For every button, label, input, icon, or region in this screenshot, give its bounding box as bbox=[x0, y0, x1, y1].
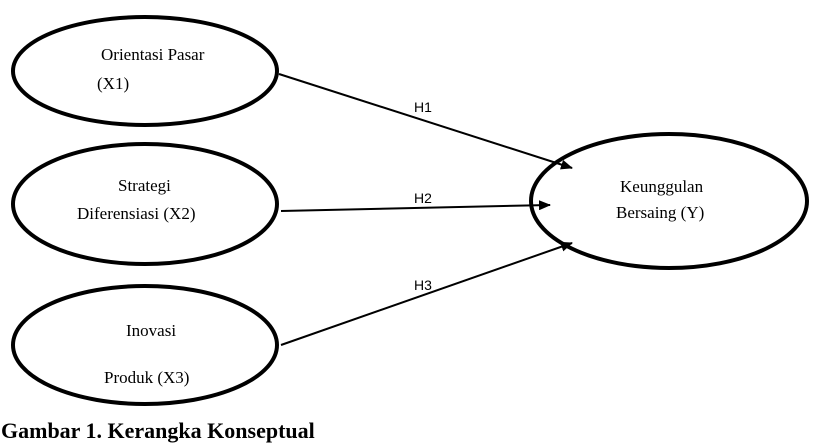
edge-h2: H2 bbox=[280, 190, 551, 212]
edge-h1-label: H1 bbox=[414, 99, 432, 115]
node-x3-inovasi-produk: Inovasi Produk (X3) bbox=[11, 284, 279, 406]
node-x3-label-line2: Produk (X3) bbox=[104, 368, 189, 387]
node-x2-strategi-diferensiasi: Strategi Diferensiasi (X2) bbox=[11, 142, 279, 266]
node-y-label-line2: Bersaing (Y) bbox=[616, 203, 704, 222]
node-x2-ellipse bbox=[11, 142, 279, 266]
node-x1-label-line2: (X1) bbox=[97, 74, 129, 93]
node-y-ellipse bbox=[529, 132, 809, 270]
edge-h2-label: H2 bbox=[414, 190, 432, 206]
node-x1-label-line1: Orientasi Pasar bbox=[101, 45, 205, 64]
figure-caption: Gambar 1. Kerangka Konseptual bbox=[1, 418, 315, 443]
edge-h3: H3 bbox=[280, 241, 573, 346]
edge-h1: H1 bbox=[278, 73, 573, 170]
node-y-keunggulan-bersaing: Keunggulan Bersaing (Y) bbox=[529, 132, 809, 270]
node-x3-label-line1: Inovasi bbox=[126, 321, 176, 340]
node-x1-orientasi-pasar: Orientasi Pasar (X1) bbox=[11, 15, 279, 127]
edge-h2-arrow bbox=[280, 200, 551, 212]
edge-h3-label: H3 bbox=[414, 277, 432, 293]
edge-h1-arrow bbox=[278, 73, 573, 170]
node-x2-label-line2: Diferensiasi (X2) bbox=[77, 204, 196, 223]
node-x3-ellipse bbox=[11, 284, 279, 406]
edge-h3-arrow bbox=[280, 241, 573, 346]
node-x2-label-line1: Strategi bbox=[118, 176, 171, 195]
node-y-label-line1: Keunggulan bbox=[620, 177, 704, 196]
node-x1-ellipse bbox=[11, 15, 279, 127]
